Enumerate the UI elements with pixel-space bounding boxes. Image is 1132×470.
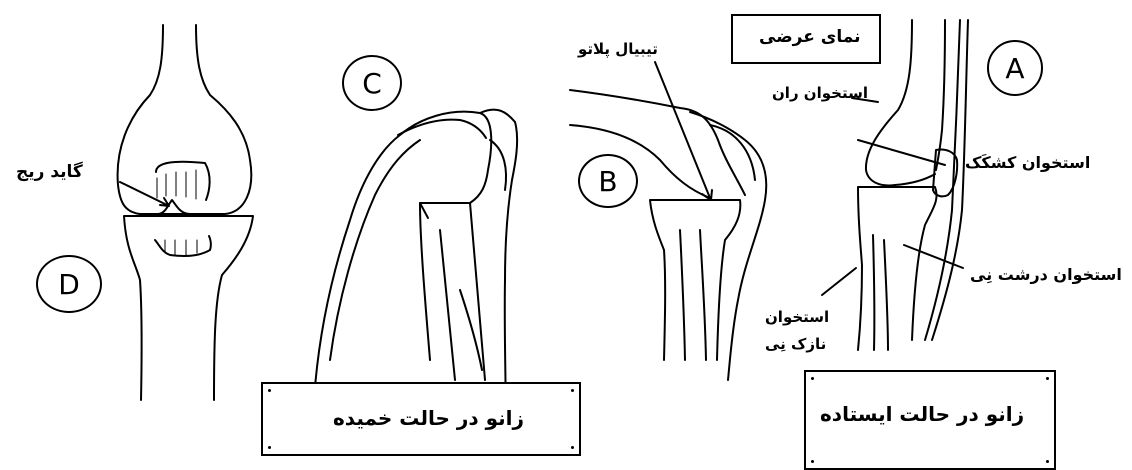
guide-ridge-label: گاید ریج (16, 162, 83, 182)
bent-knee-caption: زانو در حالت خمیده (333, 406, 524, 430)
femur-label: استخوان ران (772, 84, 868, 102)
fibula-label-line1: استخوان (765, 308, 829, 326)
standing-tibia (858, 187, 937, 350)
patella-label: استخوان کشکَک (965, 153, 1090, 172)
panel-label-a: A (987, 40, 1043, 96)
tibial-plateau-label: تیبیال پلاتو (578, 40, 658, 58)
tibia-label: استخوان درشت نِی (970, 265, 1122, 284)
plateau-tibia (650, 200, 740, 360)
cross-view-label: نمای عرضی (759, 27, 860, 47)
plateau-view-knee (570, 62, 766, 380)
front-tibia (124, 216, 253, 400)
standing-knee (822, 20, 968, 350)
bent-knee-caption-plate: زانو در حالت خمیده (261, 382, 581, 456)
bent-tibia (420, 203, 485, 380)
front-view-knee (118, 25, 253, 400)
fibula-label-line2: نازک نِی (765, 335, 826, 353)
standing-knee-caption: زانو در حالت ایستاده (820, 402, 1024, 426)
panel-label-b: B (578, 154, 638, 208)
panel-label-d: D (36, 255, 102, 313)
front-femur (118, 25, 252, 214)
cross-view-box: نمای عرضی (731, 14, 881, 64)
standing-knee-caption-plate: زانو در حالت ایستاده (804, 370, 1056, 470)
panel-label-c: C (342, 55, 402, 111)
